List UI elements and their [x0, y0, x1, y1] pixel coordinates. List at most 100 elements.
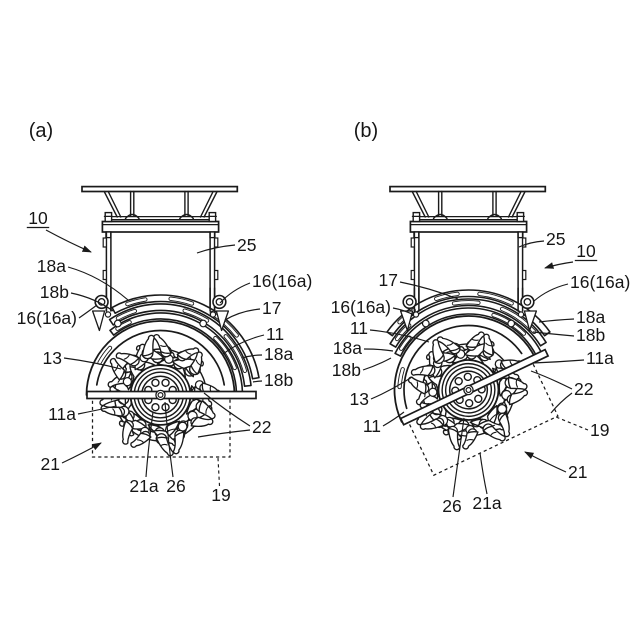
guard-slot-core — [116, 309, 137, 320]
pick-collar — [177, 421, 188, 432]
guard-slot-core — [224, 335, 247, 373]
ref-label-22: 22 — [252, 417, 271, 437]
guard-slot-core — [478, 292, 513, 305]
pick-sleeve-line — [184, 350, 192, 355]
cutter-pick — [153, 334, 172, 355]
ref-label-16(16a): 16(16a) — [331, 297, 391, 317]
flange-bolt — [412, 211, 421, 223]
guard-slot-core — [399, 336, 411, 350]
hub-bolt-hole — [151, 378, 160, 388]
pick-sleeve-line — [466, 439, 475, 441]
leader-line — [78, 304, 98, 319]
ref-label-18a: 18a — [333, 338, 362, 358]
flange-bolt — [516, 211, 525, 223]
ref-label-17: 17 — [379, 270, 398, 290]
hook-gusset — [523, 310, 538, 332]
leader-line — [241, 354, 263, 359]
pick-sleeve-line — [471, 338, 479, 341]
ref-label-18b: 18b — [264, 370, 293, 390]
pick-sleeve-line — [112, 408, 116, 415]
pick-sleeve-line — [419, 366, 424, 374]
post-foot — [487, 213, 502, 220]
leader-line — [196, 244, 236, 254]
truss-diagonal — [511, 190, 526, 218]
leader-line — [550, 392, 573, 414]
pick-sleeve-line — [160, 344, 168, 347]
truss-diagonal — [415, 190, 430, 218]
guard-slot-core — [116, 321, 131, 330]
leader-line — [538, 318, 575, 323]
guard-cover-outer — [393, 315, 537, 423]
leader-line — [252, 380, 263, 383]
guard-slot-core — [500, 307, 536, 334]
mounting-plate — [389, 185, 547, 193]
leader-line — [524, 451, 567, 473]
leader-line — [203, 392, 251, 427]
leader-line — [197, 429, 251, 438]
pick-sleeve-line — [485, 342, 493, 347]
cutter-pick — [498, 412, 511, 438]
pick-sleeve-line — [113, 365, 119, 372]
pick-sleeve-line — [136, 439, 145, 443]
leader-line — [222, 334, 265, 355]
ref-label-11: 11 — [363, 416, 381, 436]
leader-line — [530, 370, 573, 390]
hub-bolt-hole — [151, 402, 160, 412]
ref-label-16(16a): 16(16a) — [252, 271, 312, 291]
leader-line — [363, 348, 394, 352]
truss-diagonal — [411, 190, 426, 218]
leader-line — [224, 308, 261, 321]
hook-gusset — [215, 310, 230, 332]
hub-bolt-hole — [463, 372, 473, 382]
cutter-pick — [155, 436, 174, 457]
shaft-hole — [465, 387, 472, 394]
figure-a — [81, 185, 260, 458]
ref-label-21: 21 — [41, 454, 60, 474]
cutter-pick — [419, 418, 444, 430]
cutter-head — [85, 294, 260, 458]
ref-label-19: 19 — [590, 420, 609, 440]
guide-pin — [209, 311, 217, 318]
leader-line — [382, 411, 405, 427]
cutter-pick — [436, 336, 461, 352]
wall-tab — [214, 237, 219, 248]
guide-pin — [104, 311, 112, 318]
ref-label-11a: 11a — [586, 348, 614, 368]
leader-line — [452, 417, 465, 498]
ref-label-18b: 18b — [40, 282, 69, 302]
hub-bolt-hole — [161, 378, 170, 388]
flange-bolt — [104, 211, 113, 223]
guard-shell-18b — [108, 303, 252, 387]
guide-pin — [421, 319, 430, 328]
cutter-pick — [190, 416, 214, 428]
ref-label-11a: 11a — [48, 404, 76, 424]
post-foot — [432, 213, 448, 220]
guide-pin — [199, 319, 208, 328]
ref-label-21a: 21a — [129, 476, 158, 496]
cutter-pick — [432, 339, 445, 364]
truss-diagonal — [199, 190, 214, 218]
ref-label-13: 13 — [350, 389, 369, 409]
leader-line — [217, 457, 221, 487]
guard-slot-core — [126, 298, 147, 306]
ref-label-16(16a): 16(16a) — [17, 308, 77, 328]
guard-slot-core — [183, 309, 209, 322]
ref-label-26: 26 — [166, 476, 185, 496]
guide-pin — [113, 319, 122, 328]
hook-eye-hole — [405, 298, 414, 306]
figure-group — [81, 185, 260, 458]
ref-label-19: 19 — [211, 485, 230, 505]
leader-line — [369, 329, 430, 343]
pick-collar — [122, 377, 133, 387]
pick-sleeve-line — [430, 422, 437, 428]
pick-sleeve-line — [123, 354, 131, 360]
wall-tab — [410, 237, 416, 248]
leader-line — [70, 292, 114, 312]
leader-line — [63, 357, 122, 370]
ref-label-11: 11 — [266, 324, 284, 344]
wall-tab — [410, 269, 416, 281]
leader-line — [45, 229, 92, 253]
shaft-hole — [157, 392, 164, 399]
